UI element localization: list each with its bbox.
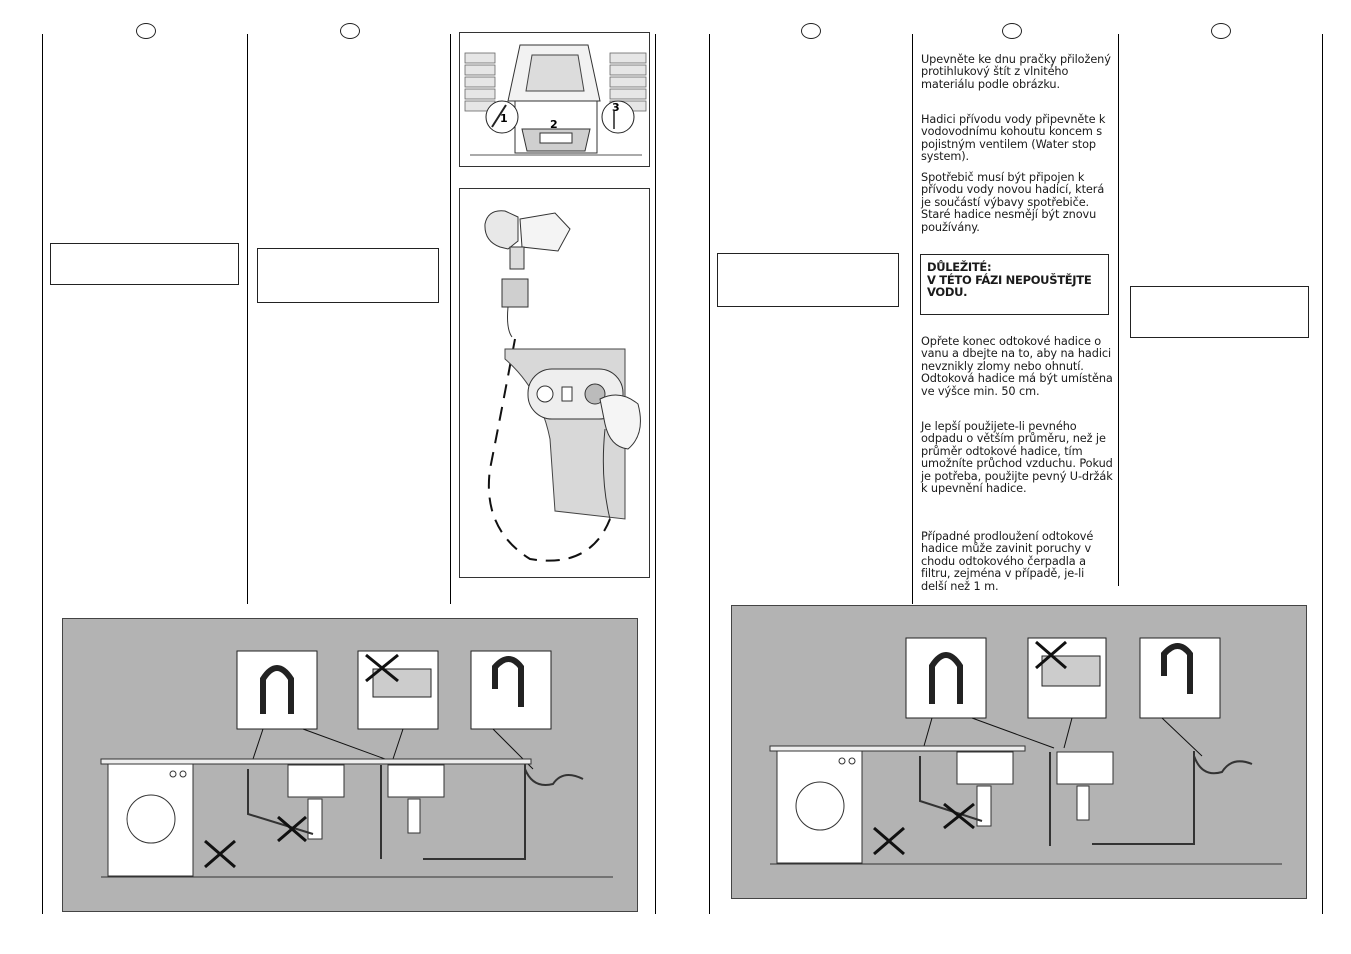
inlet-hose-figure bbox=[459, 188, 650, 578]
column-rule-right-2 bbox=[1118, 34, 1119, 586]
drain-installation-diagram bbox=[62, 618, 638, 912]
step-label-3: 3 bbox=[612, 101, 620, 114]
page-edge-left bbox=[655, 34, 656, 914]
language-flag-marker bbox=[801, 23, 821, 39]
drain-installation-diagram bbox=[731, 605, 1307, 899]
column-rule-left-1 bbox=[42, 34, 43, 914]
important-text: V TÉTO FÁZI NEPOUŠTĚJTE VODU. bbox=[927, 272, 1092, 299]
language-flag-marker bbox=[1002, 23, 1022, 39]
language-flag-marker bbox=[136, 23, 156, 39]
instruction-drain-hose: Opřete konec odtokové hadice o vanu a db… bbox=[921, 335, 1113, 398]
column-rule-left-2 bbox=[247, 34, 248, 604]
instruction-inlet-hose: Hadici přívodu vody připevněte k vodovod… bbox=[921, 113, 1106, 164]
warning-box-empty bbox=[50, 243, 239, 285]
warning-box-empty bbox=[257, 248, 439, 303]
column-rule-left-3 bbox=[450, 34, 451, 604]
instruction-drain-diameter: Je lepší použijete-li pevného odpadu o v… bbox=[921, 420, 1113, 496]
language-flag-marker bbox=[1211, 23, 1231, 39]
step-label-2: 2 bbox=[550, 118, 558, 131]
column-rule-right-1 bbox=[912, 34, 913, 604]
instruction-new-hose: Spotřebič musí být připojen k přívodu vo… bbox=[921, 171, 1105, 234]
instruction-hose-extension: Případné prodloužení odtokové hadice můž… bbox=[921, 530, 1094, 593]
noise-shield-figure: 1 2 3 bbox=[459, 32, 650, 167]
important-title: DŮLEŽITÉ: bbox=[927, 260, 992, 274]
warning-box-empty bbox=[717, 253, 899, 307]
warning-box-empty bbox=[1130, 286, 1309, 338]
important-notice: DŮLEŽITÉ: V TÉTO FÁZI NEPOUŠTĚJTE VODU. bbox=[920, 254, 1109, 315]
language-flag-marker bbox=[340, 23, 360, 39]
step-label-1: 1 bbox=[500, 112, 508, 125]
instruction-noise-shield: Upevněte ke dnu pračky přiložený protihl… bbox=[921, 53, 1111, 91]
column-rule-right-3 bbox=[1322, 34, 1323, 914]
page-edge-right bbox=[709, 34, 710, 914]
